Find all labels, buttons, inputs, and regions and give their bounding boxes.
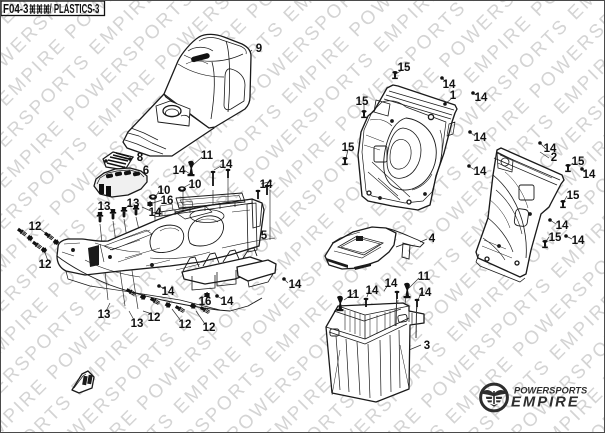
svg-text:13: 13 bbox=[127, 198, 140, 210]
svg-text:14: 14 bbox=[366, 285, 379, 297]
svg-text:12: 12 bbox=[203, 322, 216, 334]
svg-text:10: 10 bbox=[189, 179, 202, 191]
svg-text:15: 15 bbox=[549, 232, 562, 244]
svg-text:12: 12 bbox=[39, 259, 52, 271]
svg-text:8: 8 bbox=[137, 152, 144, 164]
svg-text:12: 12 bbox=[29, 221, 42, 233]
svg-text:EMPIRE: EMPIRE bbox=[511, 395, 580, 411]
svg-text:16: 16 bbox=[161, 195, 174, 207]
svg-text:13: 13 bbox=[131, 318, 144, 330]
svg-text:14: 14 bbox=[221, 296, 234, 308]
svg-text:3: 3 bbox=[424, 340, 430, 352]
svg-text:4: 4 bbox=[429, 233, 436, 245]
svg-text:12: 12 bbox=[148, 312, 161, 324]
svg-text:16: 16 bbox=[199, 296, 212, 308]
svg-text:14: 14 bbox=[475, 92, 488, 104]
svg-text:10: 10 bbox=[158, 185, 171, 197]
svg-text:15: 15 bbox=[567, 190, 580, 202]
svg-text:15: 15 bbox=[356, 96, 369, 108]
svg-text:9: 9 bbox=[256, 43, 262, 55]
svg-text:14: 14 bbox=[474, 166, 487, 178]
svg-text:F04-3: F04-3 bbox=[3, 3, 28, 17]
svg-text:13: 13 bbox=[98, 201, 111, 213]
svg-text:14: 14 bbox=[162, 286, 175, 298]
svg-text:12: 12 bbox=[179, 319, 192, 331]
svg-text:14: 14 bbox=[544, 143, 557, 155]
svg-text:14: 14 bbox=[149, 207, 162, 219]
svg-text:15: 15 bbox=[572, 156, 585, 168]
svg-text:11: 11 bbox=[347, 289, 360, 301]
svg-text:5: 5 bbox=[261, 230, 268, 242]
svg-text:14: 14 bbox=[260, 179, 273, 191]
svg-text:15: 15 bbox=[342, 142, 355, 154]
svg-text:1: 1 bbox=[450, 90, 457, 102]
svg-text:11: 11 bbox=[201, 150, 214, 162]
svg-text:14: 14 bbox=[572, 235, 585, 247]
svg-text:/ PLASTICS-3: / PLASTICS-3 bbox=[50, 2, 100, 17]
svg-text:14: 14 bbox=[474, 132, 487, 144]
svg-text:14: 14 bbox=[443, 79, 456, 91]
svg-text:6: 6 bbox=[143, 165, 149, 177]
svg-text:14: 14 bbox=[173, 165, 186, 177]
svg-text:11: 11 bbox=[418, 271, 431, 283]
svg-text:14: 14 bbox=[556, 220, 569, 232]
svg-text:15: 15 bbox=[398, 62, 411, 74]
svg-text:14: 14 bbox=[583, 169, 596, 181]
svg-text:14: 14 bbox=[289, 279, 302, 291]
svg-text:POWERSPORTS: POWERSPORTS bbox=[514, 386, 588, 396]
svg-text:13: 13 bbox=[98, 309, 111, 321]
svg-text:14: 14 bbox=[220, 159, 233, 171]
svg-text:14: 14 bbox=[419, 287, 432, 299]
svg-text:2: 2 bbox=[551, 152, 557, 164]
svg-text:14: 14 bbox=[385, 278, 398, 290]
